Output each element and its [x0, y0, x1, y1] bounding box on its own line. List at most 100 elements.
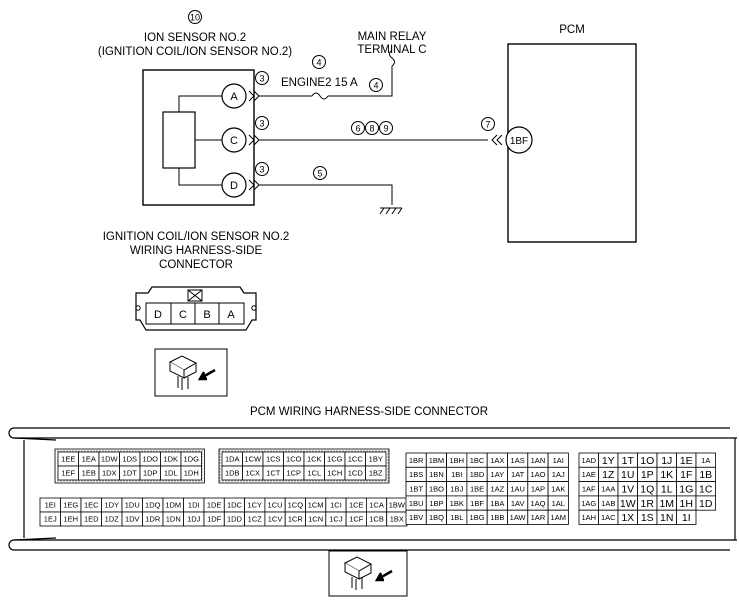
terminal-1c: 1C [695, 481, 716, 497]
terminal-1cf: 1CF [345, 511, 367, 527]
terminal-label: 1AC [601, 513, 616, 522]
terminal-label: 1DS [122, 455, 137, 464]
terminal-label: 1AN [531, 456, 546, 465]
coil-pin-b: B [203, 309, 210, 321]
terminal-1ea: 1EA [78, 451, 100, 467]
terminal-1dk: 1DK [160, 451, 182, 467]
terminal-1co: 1CO [283, 451, 305, 467]
terminal-label: 1DG [184, 455, 200, 464]
terminal-1aa: 1AA [598, 481, 619, 497]
terminal-1ab: 1AB [598, 495, 619, 511]
terminal-label: 1DU [125, 501, 140, 510]
terminal-label: 1AF [582, 484, 596, 493]
terminal-label: 1DK [163, 455, 178, 464]
terminal-1ac: 1AC [598, 509, 619, 525]
terminal-1bf: 1BF [466, 495, 488, 511]
callout-8-number: 8 [369, 124, 374, 134]
terminal-1dx: 1DX [98, 465, 120, 481]
terminal-label: 1CX [245, 469, 260, 478]
terminal-label: 1CR [288, 515, 304, 524]
ion-sensor-label-line1: ION SENSOR NO.2 [144, 32, 246, 44]
terminal-1r: 1R [637, 495, 658, 511]
terminal-label: 1AG [581, 499, 596, 508]
terminal-1y: 1Y [598, 452, 619, 468]
coil-pin-c: C [179, 309, 187, 321]
terminal-1bs: 1BS [405, 466, 427, 482]
pcm-harness-plug-icon [328, 550, 408, 597]
terminal-label: 1CB [369, 515, 384, 524]
terminal-label: 1DY [104, 501, 119, 510]
coil-pin-d: D [154, 309, 162, 321]
terminal-1cj: 1CJ [325, 511, 347, 527]
terminal-label: 1BB [490, 513, 504, 522]
terminal-label: 1EJ [44, 515, 57, 524]
terminal-1dd: 1DD [223, 511, 246, 527]
terminal-label: 1DT [123, 469, 138, 478]
terminal-label: 1CY [247, 501, 262, 510]
terminal-1dj: 1DJ [183, 511, 205, 527]
terminal-1ct: 1CT [262, 465, 284, 481]
terminal-label: 1DV [125, 515, 140, 524]
callout-10: 10 [188, 10, 202, 24]
pcm-connector-body [8, 427, 737, 551]
terminal-label: 1DD [227, 515, 243, 524]
main-relay-label-line2: TERMINAL C [357, 44, 426, 56]
callout-4-fuse-number: 4 [316, 58, 321, 68]
terminal-label: 1CZ [248, 515, 263, 524]
terminal-label: 1F [680, 469, 692, 481]
terminal-label: 1BL [450, 513, 463, 522]
terminal-label: 1CO [286, 455, 302, 464]
terminal-label: 1DB [225, 469, 240, 478]
terminal-label: 1AP [531, 484, 545, 493]
terminal-1l: 1L [656, 481, 677, 497]
terminal-1aj: 1AJ [547, 466, 569, 482]
terminal-1bb: 1BB [486, 509, 508, 525]
terminal-1az: 1AZ [486, 481, 508, 497]
callout-3-a-number: 3 [259, 74, 264, 84]
pcm-terminal-label: 1BF [510, 136, 528, 147]
terminal-1cz: 1CZ [244, 511, 266, 527]
terminal-1z: 1Z [598, 466, 619, 482]
terminal-1ej: 1EJ [39, 511, 61, 527]
ground-icon [379, 207, 403, 215]
coil-connector-title-line2: WIRING HARNESS-SIDE [130, 245, 263, 257]
terminal-1cy: 1CY [244, 497, 266, 513]
terminal-1do: 1DO [139, 451, 161, 467]
terminal-1au: 1AU [507, 481, 529, 497]
terminal-1ee: 1EE [57, 451, 79, 467]
terminal-1bw: 1BW [386, 497, 408, 513]
terminal-label: 1AM [551, 513, 566, 522]
terminal-1dz: 1DZ [101, 511, 123, 527]
terminal-label: 1AX [490, 456, 504, 465]
terminal-1bq: 1BQ [425, 509, 447, 525]
callout-10-number: 10 [190, 13, 200, 23]
terminal-label: 1CW [244, 455, 262, 464]
terminal-label: 1AJ [552, 470, 565, 479]
callout-3-d-number: 3 [259, 165, 264, 175]
terminal-label: 1W [620, 498, 636, 510]
terminal-label: 1AS [511, 456, 525, 465]
terminal-1ds: 1DS [119, 451, 141, 467]
terminal-1de: 1DE [203, 497, 225, 513]
terminal-1cv: 1CV [264, 511, 286, 527]
terminal-1ao: 1AO [527, 466, 549, 482]
terminal-1as: 1AS [507, 452, 529, 468]
terminal-label: 1BR [409, 456, 424, 465]
terminal-label: 1V [621, 483, 634, 495]
terminal-1e: 1E [676, 452, 697, 468]
callout-7-number: 7 [485, 120, 490, 130]
terminal-1d: 1D [695, 495, 716, 511]
terminal-label: 1AL [552, 499, 565, 508]
terminal-1bk: 1BK [446, 495, 468, 511]
terminal-1f: 1F [676, 466, 697, 482]
callout-4-relay: 4 [369, 78, 383, 92]
terminal-1cd: 1CD [344, 465, 366, 481]
terminal-label: 1DA [225, 455, 240, 464]
terminal-1ef: 1EF [57, 465, 79, 481]
terminal-1bj: 1BJ [446, 481, 468, 497]
pcm-connector-chevrons [491, 134, 503, 146]
terminal-label: 1CM [308, 501, 324, 510]
terminal-label: 1CE [349, 501, 364, 510]
